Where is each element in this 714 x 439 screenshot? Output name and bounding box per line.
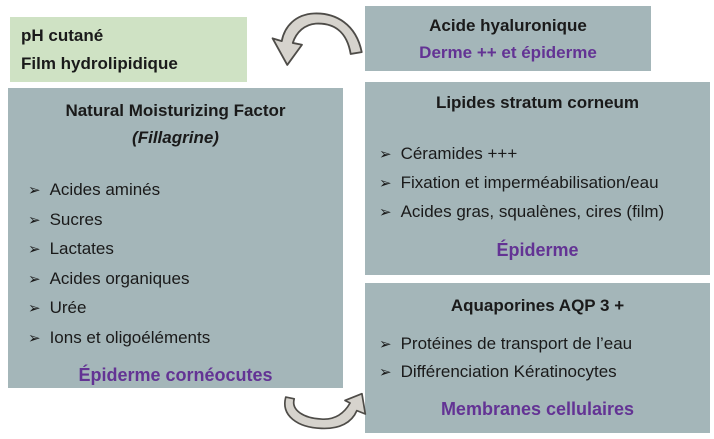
list-item-text: Lactates [49,239,114,259]
nmf-subtitle: (Fillagrine) [132,128,219,147]
list-item-text: Céramides +++ [400,144,518,163]
arrow-bullet-icon: ➢ [28,211,41,229]
aquaporins-location: Membranes cellulaires [440,399,635,419]
lipids-box: Lipides stratum corneum ➢ Céramides +++ ➢… [365,82,710,275]
list-item-text: Fixation et imperméabilisation/eau [400,173,659,192]
lipids-title: Lipides stratum corneum [435,93,640,112]
nmf-title: Natural Moisturizing Factor [65,101,286,120]
ph-line: pH cutané [21,25,104,45]
arrow-bullet-icon: ➢ [379,175,392,192]
film-line: Film hydrolipidique [21,53,178,73]
arrow-bullet-icon: ➢ [28,182,41,199]
arrow-bullet-icon: ➢ [379,336,392,353]
arrow-bullet-icon: ➢ [28,270,41,288]
list-item: ➢ Céramides +++ [379,140,710,169]
list-item-text: Acides gras, squalènes, cires (film) [400,202,665,221]
list-item: ➢ Lactates [28,235,343,265]
nmf-item-list: ➢ Acides aminés ➢ Sucres ➢ Lactates ➢ Acides… [8,176,343,354]
list-item-text: Protéines de transport de l’eau [400,334,633,353]
aquaporins-item-list: ➢ Protéines de transport de l’eau ➢ Différ… [365,330,710,386]
curved-arrow-top-icon [271,12,363,66]
lipids-item-list: ➢ Céramides +++ ➢ Fixation et imperméabili… [365,140,710,227]
list-item: ➢ Acides gras, squalènes, cires (film) [379,198,710,227]
hyaluronic-title: Acide hyaluronique [429,15,587,35]
list-item: ➢ Fixation et imperméabilisation/eau [379,169,710,198]
curved-arrow-bottom-icon [284,392,367,430]
hyaluronic-acid-box: Acide hyaluronique Derme ++ et épiderme [365,6,651,71]
list-item-text: Sucres [49,209,103,229]
list-item-text: Urée [49,298,87,318]
aquaporins-title: Aquaporines AQP 3 + [450,296,625,315]
arrow-bullet-icon: ➢ [379,204,392,221]
hyaluronic-location: Derme ++ et épiderme [419,42,597,62]
list-item: ➢ Ions et oligoéléments [28,324,343,354]
arrow-bullet-icon: ➢ [28,300,41,318]
aquaporins-box: Aquaporines AQP 3 + ➢ Protéines de transp… [365,283,710,433]
list-item-text: Acides organiques [49,268,190,288]
nmf-location: Épiderme cornéocutes [78,364,273,385]
lipids-location: Épiderme [496,240,579,260]
arrow-bullet-icon: ➢ [28,329,41,347]
nmf-box: Natural Moisturizing Factor (Fillagrine)… [8,88,343,388]
list-item-text: Ions et oligoéléments [49,327,211,347]
arrow-bullet-icon: ➢ [28,241,41,259]
list-item-text: Acides aminés [49,180,161,199]
ph-film-box: pH cutané Film hydrolipidique [10,17,247,82]
arrow-bullet-icon: ➢ [379,364,392,381]
arrow-bullet-icon: ➢ [379,146,392,163]
list-item: ➢ Différenciation Kératinocytes [379,358,710,386]
list-item: ➢ Protéines de transport de l’eau [379,330,710,358]
list-item: ➢ Urée [28,294,343,324]
list-item-text: Différenciation Kératinocytes [400,362,617,381]
list-item: ➢ Acides aminés [28,176,343,206]
list-item: ➢ Acides organiques [28,265,343,295]
list-item: ➢ Sucres [28,206,343,236]
